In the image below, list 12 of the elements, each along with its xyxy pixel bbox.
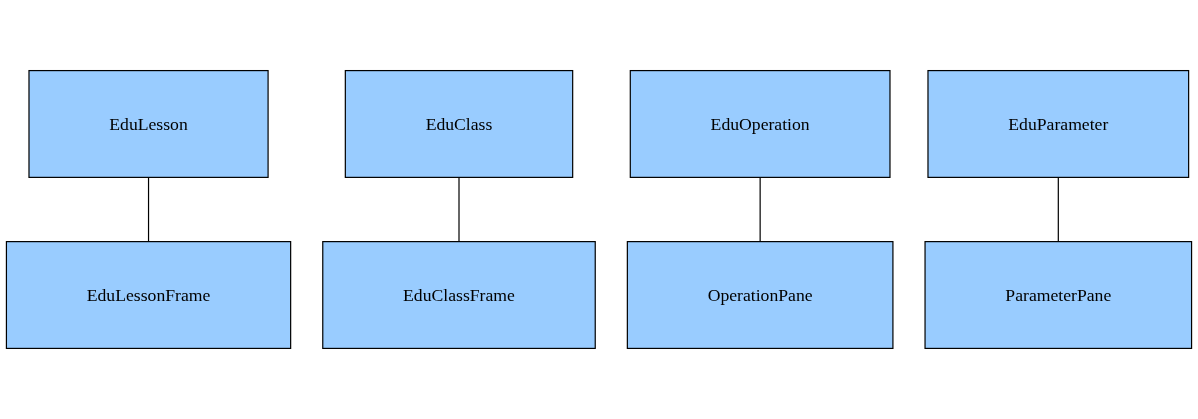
node-box: EduOperation [629,70,891,178]
node-box: EduClassFrame [322,241,596,349]
connector [759,176,761,243]
connector [1057,176,1059,243]
node-box: EduLessonFrame [5,241,292,349]
node-box: EduParameter [927,70,1190,178]
node-box: EduClass [344,70,574,178]
connector [458,176,460,243]
connector [147,176,150,243]
node-box: ParameterPane [924,241,1193,349]
node-box: EduLesson [28,70,269,178]
node-box: OperationPane [626,241,894,349]
